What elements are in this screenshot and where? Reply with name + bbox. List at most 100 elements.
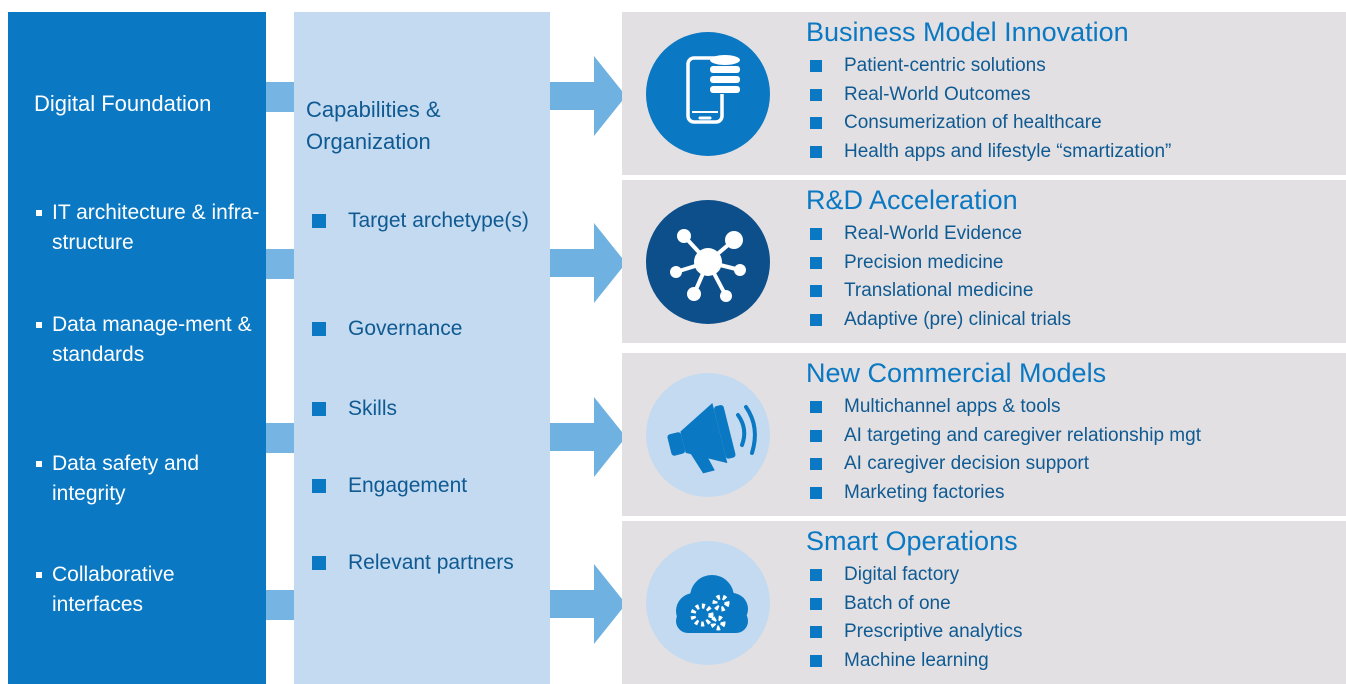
cloud-gears-icon — [646, 541, 770, 665]
capability-item-label: Relevant partners — [348, 551, 514, 574]
list-item: Precision medicine — [810, 249, 1340, 278]
connector-stub — [266, 82, 294, 112]
list-item-label: Adaptive (pre) clinical trials — [844, 308, 1072, 330]
arrow-right-icon — [550, 564, 626, 644]
square-bullet-icon — [810, 458, 822, 470]
list-item: Machine learning — [810, 647, 1340, 676]
bullet-icon — [36, 322, 42, 328]
capability-item: Target archetype(s) — [312, 206, 538, 236]
square-bullet-icon — [312, 556, 326, 570]
capability-item: Relevant partners — [312, 548, 538, 578]
list-item: AI targeting and caregiver relationship … — [810, 422, 1340, 451]
capability-item-label: Target archetype(s) — [348, 209, 529, 232]
capability-item-label: Governance — [348, 317, 463, 340]
list-item: Consumerization of healthcare — [810, 109, 1340, 138]
list-item: Marketing factories — [810, 479, 1340, 508]
panel-list: Patient-centric solutions Real-World Out… — [810, 52, 1340, 166]
square-bullet-icon — [810, 429, 822, 442]
panel-list: Real-World Evidence Precision medicine T… — [810, 220, 1340, 334]
square-bullet-icon — [810, 117, 822, 129]
panel-title: Business Model Innovation — [806, 17, 1129, 47]
list-item-label: Machine learning — [844, 649, 989, 671]
square-bullet-icon — [810, 569, 822, 581]
connector-stub — [266, 590, 294, 620]
square-bullet-icon — [312, 479, 326, 493]
square-bullet-icon — [810, 401, 822, 413]
capability-item-label: Skills — [348, 397, 398, 420]
list-item-label: Patient-centric solutions — [844, 55, 1046, 76]
foundation-item-label: Data manage-ment & standards — [52, 313, 252, 366]
panel-new-commercial-models: New Commercial Models Multichannel apps … — [622, 353, 1346, 516]
square-bullet-icon — [810, 256, 822, 269]
megaphone-icon — [646, 373, 770, 497]
list-item-label: AI targeting and caregiver relationship … — [844, 424, 1201, 446]
square-bullet-icon — [810, 228, 822, 240]
connector-stub — [266, 423, 294, 453]
panel-list: Digital factory Batch of one Prescriptiv… — [810, 561, 1340, 675]
panel-list: Multichannel apps & tools AI targeting a… — [810, 393, 1340, 507]
panel-title: New Commercial Models — [806, 358, 1107, 388]
list-item-label: Batch of one — [844, 592, 951, 614]
square-bullet-icon — [810, 313, 822, 326]
square-bullet-icon — [312, 322, 326, 336]
foundation-item: Data manage-ment & standards — [36, 310, 262, 370]
list-item-label: AI caregiver decision support — [844, 453, 1090, 474]
list-item-label: Real-World Evidence — [844, 223, 1023, 244]
foundation-item: Data safety and integrity — [36, 449, 262, 509]
list-item: Adaptive (pre) clinical trials — [810, 306, 1340, 335]
arrow-right-icon — [550, 223, 626, 303]
list-item: Real-World Outcomes — [810, 81, 1340, 110]
list-item: Multichannel apps & tools — [810, 393, 1340, 422]
bullet-icon — [36, 572, 42, 578]
list-item: Prescriptive analytics — [810, 618, 1340, 647]
capability-item: Skills — [312, 394, 538, 424]
capability-item: Engagement — [312, 471, 538, 501]
foundation-item-label: Data safety and integrity — [52, 452, 200, 505]
foundation-item-label: Collaborative interfaces — [52, 563, 175, 616]
list-item: Translational medicine — [810, 277, 1340, 306]
square-bullet-icon — [810, 60, 822, 72]
list-item-label: Real-World Outcomes — [844, 83, 1031, 105]
list-item-label: Translational medicine — [844, 280, 1034, 301]
square-bullet-icon — [810, 145, 822, 158]
square-bullet-icon — [810, 486, 822, 499]
list-item: Patient-centric solutions — [810, 52, 1340, 81]
list-item: Batch of one — [810, 590, 1340, 619]
list-item: AI caregiver decision support — [810, 450, 1340, 479]
bullet-icon — [36, 461, 42, 467]
list-item-label: Health apps and lifestyle “smartization” — [844, 140, 1172, 162]
capability-item: Governance — [312, 314, 538, 344]
arrow-right-icon — [550, 56, 626, 136]
bullet-icon — [36, 210, 42, 216]
panel-smart-operations: Smart Operations Digital factory Batch o… — [622, 521, 1346, 684]
list-item-label: Digital factory — [844, 564, 960, 585]
foundation-item: Collaborative interfaces — [36, 560, 262, 620]
digital-foundation-column: Digital Foundation IT architecture & inf… — [8, 12, 266, 684]
panel-title: Smart Operations — [806, 526, 1018, 556]
molecule-network-icon — [646, 200, 770, 324]
smartphone-database-icon — [646, 32, 770, 156]
capabilities-column: Capabilities & Organization Target arche… — [294, 12, 550, 684]
square-bullet-icon — [810, 285, 822, 297]
connector-stub — [266, 249, 294, 279]
square-bullet-icon — [810, 597, 822, 610]
capability-item-label: Engagement — [348, 474, 468, 497]
list-item-label: Multichannel apps & tools — [844, 396, 1061, 417]
square-bullet-icon — [810, 88, 822, 101]
digital-foundation-title: Digital Foundation — [34, 91, 212, 116]
arrow-right-icon — [550, 397, 626, 477]
list-item-label: Marketing factories — [844, 481, 1005, 503]
capabilities-title: Capabilities & Organization — [306, 97, 441, 154]
foundation-item-label: IT architecture & infra-structure — [52, 201, 260, 254]
list-item-label: Precision medicine — [844, 251, 1004, 273]
list-item: Digital factory — [810, 561, 1340, 590]
panel-rd-acceleration: R&D Acceleration Real-World Evidence Pre… — [622, 180, 1346, 343]
list-item-label: Prescriptive analytics — [844, 621, 1023, 642]
square-bullet-icon — [810, 654, 822, 667]
list-item-label: Consumerization of healthcare — [844, 112, 1102, 133]
foundation-item: IT architecture & infra-structure — [36, 198, 262, 258]
panel-title: R&D Acceleration — [806, 185, 1018, 215]
list-item: Real-World Evidence — [810, 220, 1340, 249]
square-bullet-icon — [312, 214, 326, 228]
list-item: Health apps and lifestyle “smartization” — [810, 138, 1340, 167]
